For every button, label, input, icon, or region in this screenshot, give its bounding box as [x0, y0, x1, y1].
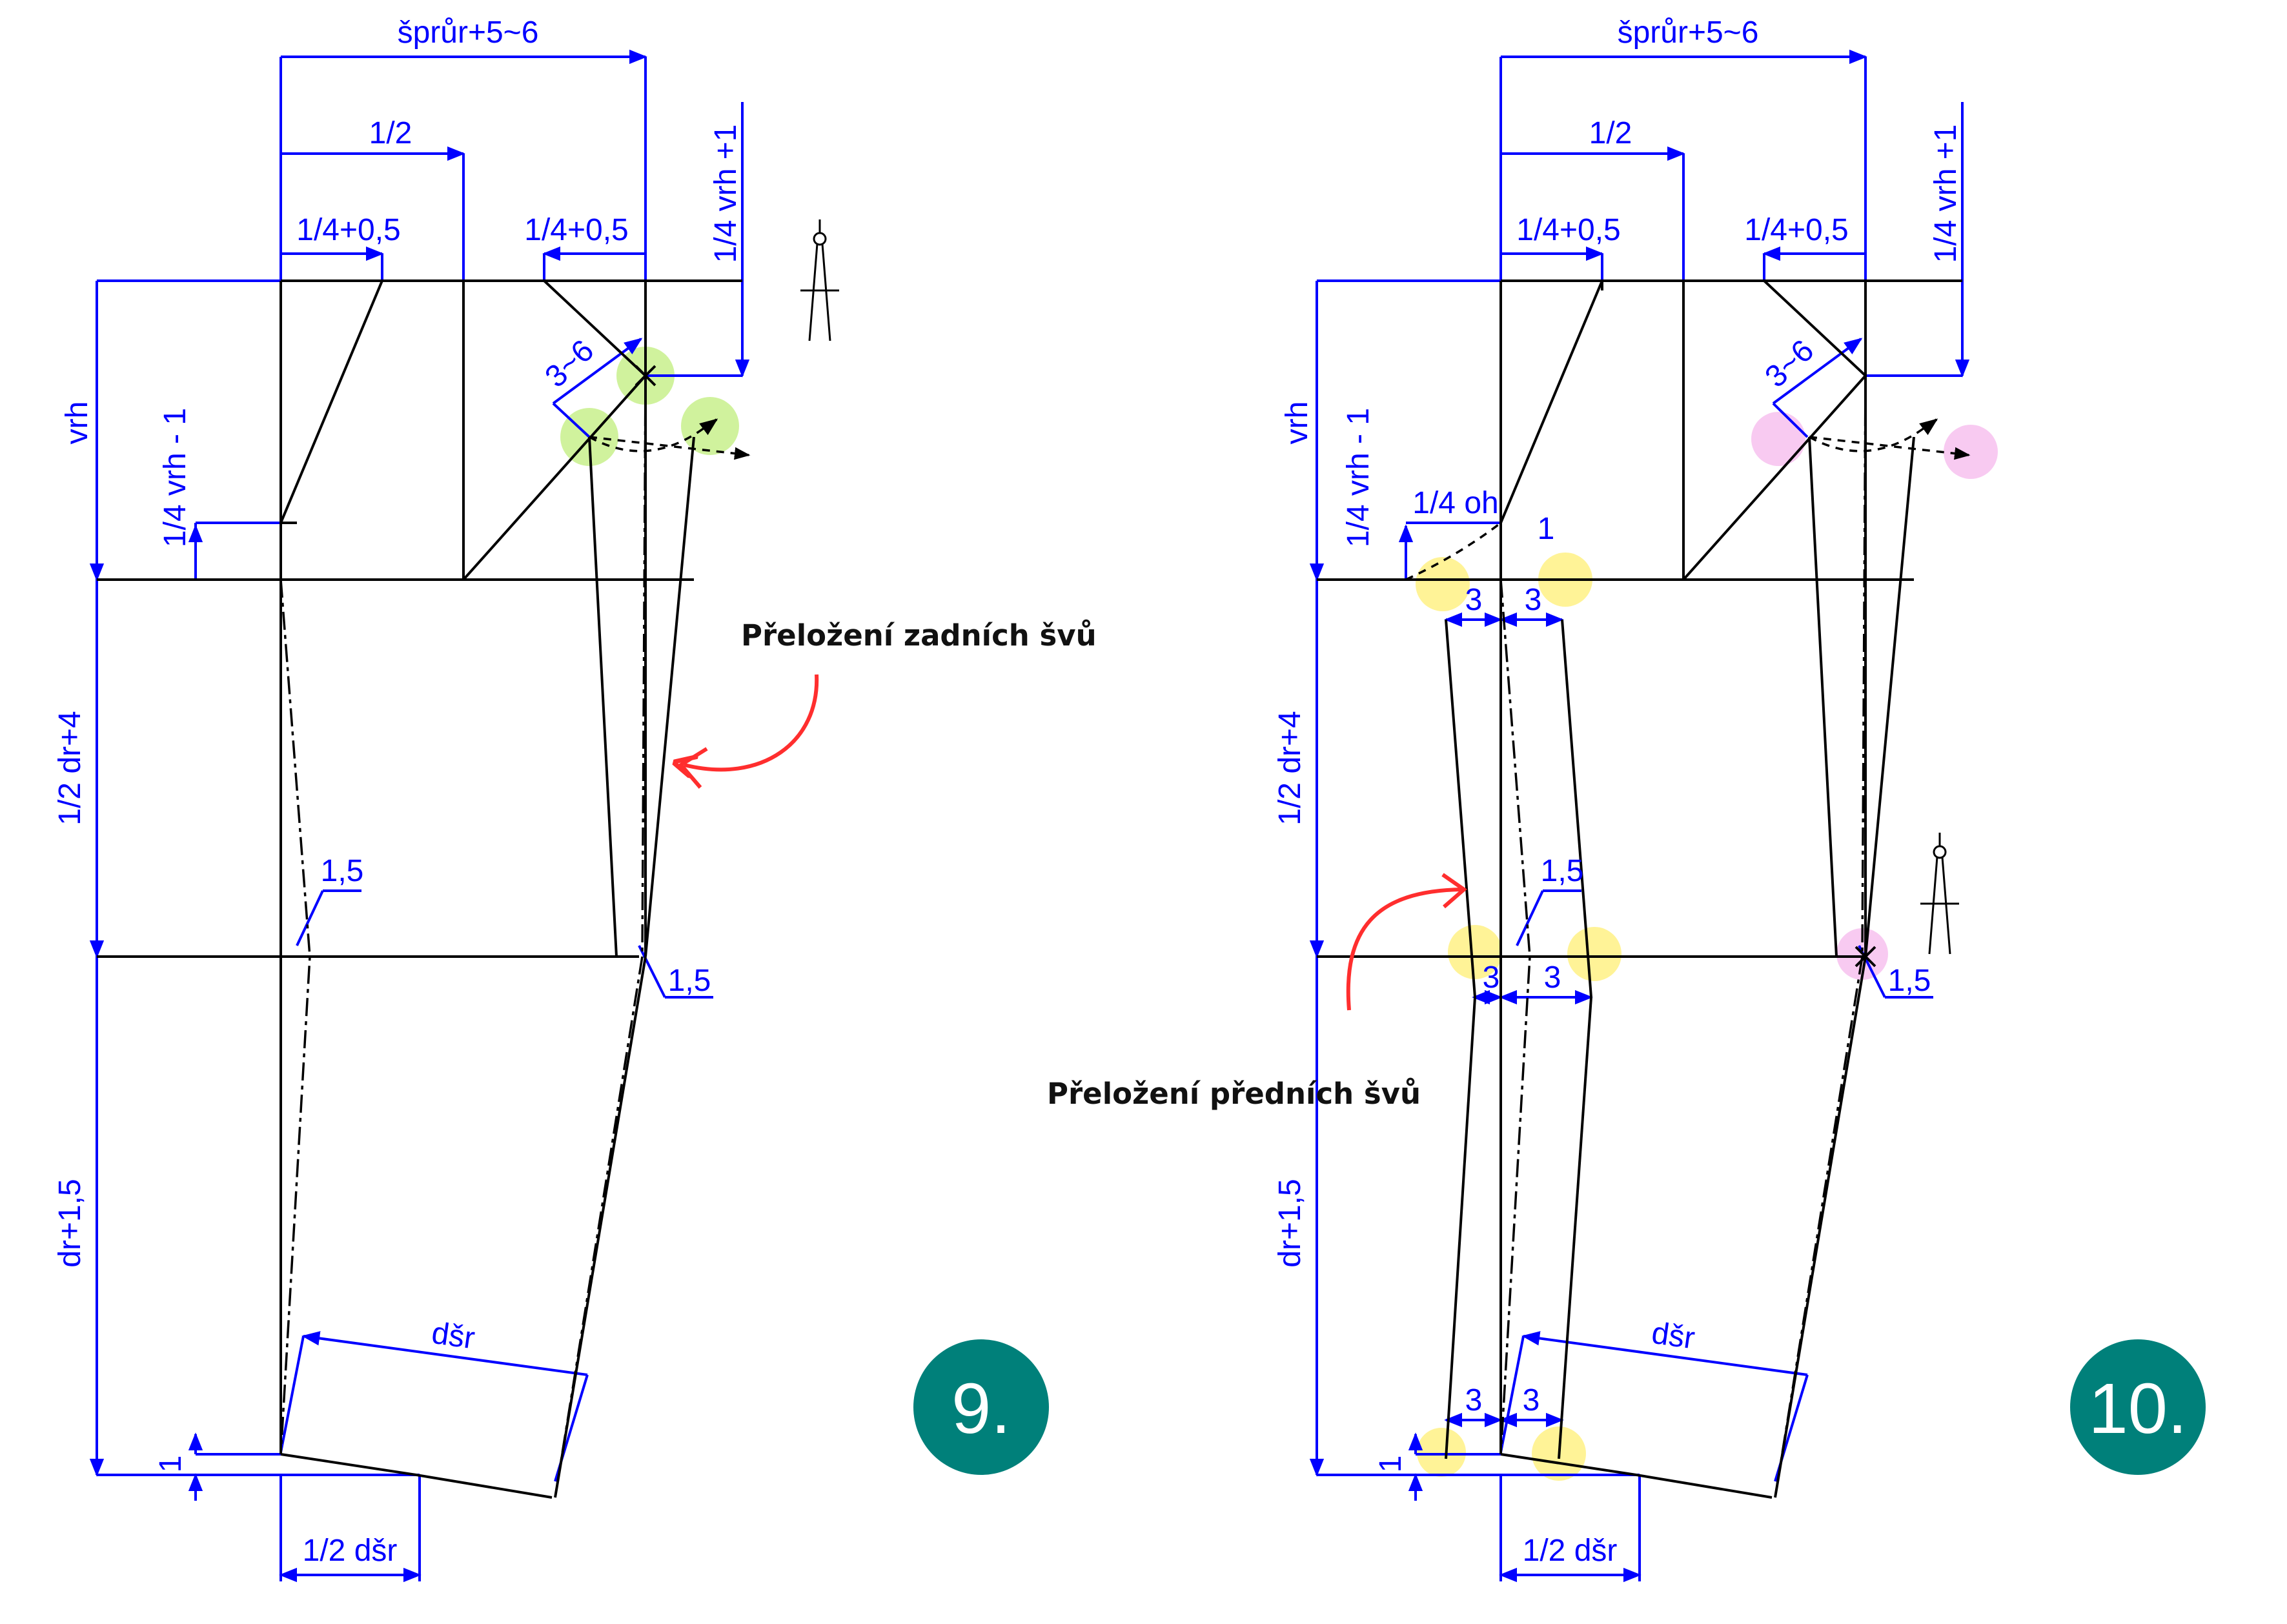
- label-hem-width: dšr: [429, 1316, 476, 1356]
- pattern-lines: [97, 279, 751, 1499]
- diagram-10: šprůr+5~6 1/2 1/4+0,5 1/4+0,5 1/4 vrh +1…: [1047, 15, 2206, 1583]
- label-hem-left: 3: [1465, 1383, 1483, 1417]
- label-point-one: 1: [1538, 512, 1555, 546]
- label-vrh: vrh: [1280, 401, 1314, 445]
- label-dr: dr+1,5: [53, 1179, 87, 1267]
- label-top-width: šprůr+5~6: [398, 15, 539, 50]
- label-quarter-right: 1/4+0,5: [524, 213, 628, 247]
- label-knee-side: 1,5: [1888, 964, 1931, 998]
- label-quarter-left: 1/4+0,5: [1516, 213, 1620, 247]
- label-vrh: vrh: [60, 401, 94, 445]
- label-half-hem: 1/2 dšr: [303, 1534, 398, 1568]
- note-front-seams: Přeložení předních švů: [1047, 1077, 1421, 1111]
- label-knee-side: 1,5: [668, 964, 711, 998]
- label-knee-right: 3: [1544, 960, 1561, 995]
- label-quarter-left: 1/4+0,5: [296, 213, 400, 247]
- compass-icon: [800, 219, 839, 341]
- badge-10: 10.: [2070, 1339, 2206, 1475]
- highlight-markers: [1416, 412, 1998, 1481]
- label-quarter-vrh-plus: 1/4 vrh +1: [1929, 125, 1963, 263]
- label-quarter-vrh-plus: 1/4 vrh +1: [709, 125, 743, 263]
- label-quarter-vrh-minus: 1/4 vrh - 1: [1341, 408, 1376, 547]
- curved-arrow-icon: [1346, 888, 1463, 1011]
- label-dart: 3~6: [1759, 334, 1821, 394]
- label-seat-right: 3: [1525, 583, 1542, 617]
- note-back-seams: Přeložení zadních švů: [741, 618, 1097, 653]
- label-quarter-vrh-minus: 1/4 vrh - 1: [158, 408, 192, 547]
- badge-9-label: 9.: [951, 1369, 1011, 1448]
- diagram-9: šprůr+5~6 1/2 1/4+0,5 1/4+0,5 1/4 vrh +1…: [53, 15, 1097, 1583]
- badge-10-label: 10.: [2089, 1369, 2188, 1448]
- compass-icon: [1920, 833, 1959, 955]
- label-knee-offset: 1,5: [321, 854, 364, 888]
- label-hem-right: 3: [1523, 1383, 1540, 1417]
- labels-9: šprůr+5~6 1/2 1/4+0,5 1/4+0,5 1/4 vrh +1…: [53, 15, 1097, 1568]
- label-half-dr: 1/2 dr+4: [53, 711, 87, 825]
- label-top-width: šprůr+5~6: [1618, 15, 1759, 50]
- label-hem-drop: 1: [154, 1456, 188, 1473]
- label-hem-drop: 1: [1374, 1456, 1408, 1473]
- pattern-lines: [1317, 279, 1971, 1499]
- label-half: 1/2: [369, 116, 412, 150]
- label-knee-offset: 1,5: [1541, 854, 1584, 888]
- label-quarter-oh: 1/4 oh: [1412, 486, 1498, 520]
- curved-arrow-icon: [684, 674, 819, 769]
- label-hem-width: dšr: [1649, 1316, 1696, 1356]
- label-dart: 3~6: [539, 334, 601, 394]
- label-half-dr: 1/2 dr+4: [1273, 711, 1307, 825]
- label-dr: dr+1,5: [1273, 1179, 1307, 1267]
- label-knee-left: 3: [1483, 960, 1500, 995]
- label-seat-left: 3: [1465, 583, 1483, 617]
- curved-arrow-head: [678, 747, 708, 789]
- curved-arrow-head: [1441, 873, 1467, 909]
- label-quarter-right: 1/4+0,5: [1744, 213, 1848, 247]
- labels-10: šprůr+5~6 1/2 1/4+0,5 1/4+0,5 1/4 vrh +1…: [1047, 15, 1963, 1568]
- label-half: 1/2: [1589, 116, 1632, 150]
- label-half-hem: 1/2 dšr: [1523, 1534, 1618, 1568]
- badge-9: 9.: [913, 1339, 1049, 1475]
